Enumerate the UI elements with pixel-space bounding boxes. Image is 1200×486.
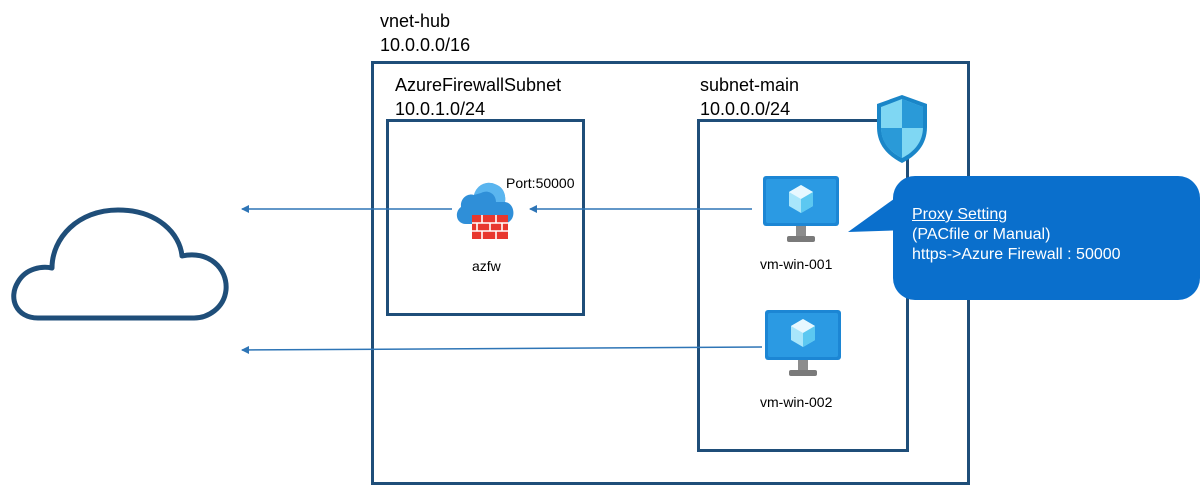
callout-line3: https->Azure Firewall : 50000 [912, 246, 1121, 263]
virtual-machine-icon [765, 310, 841, 376]
vnet-cidr: 10.0.0.0/16 [380, 35, 471, 55]
fw-subnet-name: AzureFirewallSubnet [395, 75, 562, 95]
fw-subnet-box [386, 119, 585, 316]
shield-icon [877, 95, 927, 163]
main-subnet-cidr: 10.0.0.0/24 [700, 99, 791, 119]
vm1-name: vm-win-001 [760, 256, 833, 272]
vm2-name: vm-win-002 [760, 394, 833, 410]
arrow-vm2-to-internet [241, 345, 763, 354]
fw-subnet-cidr: 10.0.1.0/24 [395, 99, 486, 119]
virtual-machine-icon [763, 176, 839, 242]
firewall-port-label: Port:50000 [506, 175, 575, 191]
vnet-name: vnet-hub [380, 11, 451, 31]
main-subnet-name: subnet-main [700, 75, 800, 95]
callout-line2: (PACfile or Manual) [912, 226, 1051, 243]
internet-cloud-icon [11, 207, 229, 321]
firewall-name: azfw [472, 258, 501, 274]
callout-title: Proxy Setting [912, 206, 1008, 223]
proxy-setting-callout: Proxy Setting (PACfile or Manual) https-… [893, 176, 1200, 300]
azure-firewall-icon [456, 182, 514, 239]
